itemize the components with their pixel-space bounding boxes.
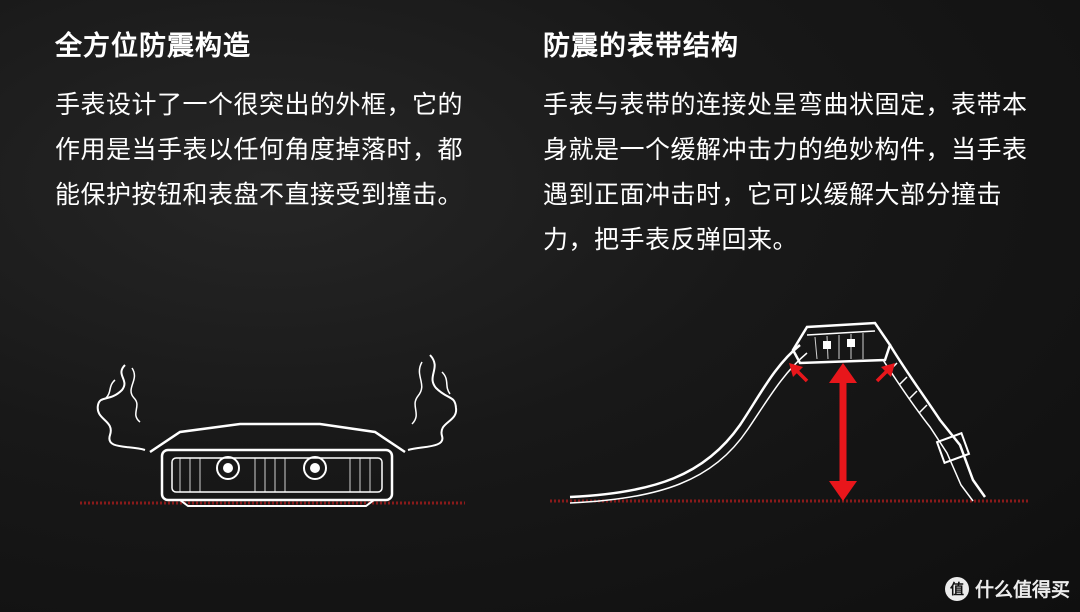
watermark: 值 什么值得买 (944, 575, 1070, 602)
watermark-text: 什么值得买 (974, 579, 1070, 601)
left-body-text: 手表设计了一个很突出的外框，它的作用是当手表以任何角度掉落时，都能保护按钮和表盘… (55, 90, 464, 209)
right-heading: 防震的表带结构 (543, 31, 739, 62)
right-body-text: 手表与表带的连接处呈弯曲状固定，表带本身就是一个缓解冲击力的绝妙构件，当手表遇到… (543, 90, 1028, 254)
watch-case-side-sketch-icon (80, 354, 465, 507)
watermark-logo-icon: 值 (944, 576, 969, 601)
watch-strap-impact-sketch-icon (550, 321, 1030, 504)
left-heading: 全方位防震构造 (55, 31, 251, 62)
